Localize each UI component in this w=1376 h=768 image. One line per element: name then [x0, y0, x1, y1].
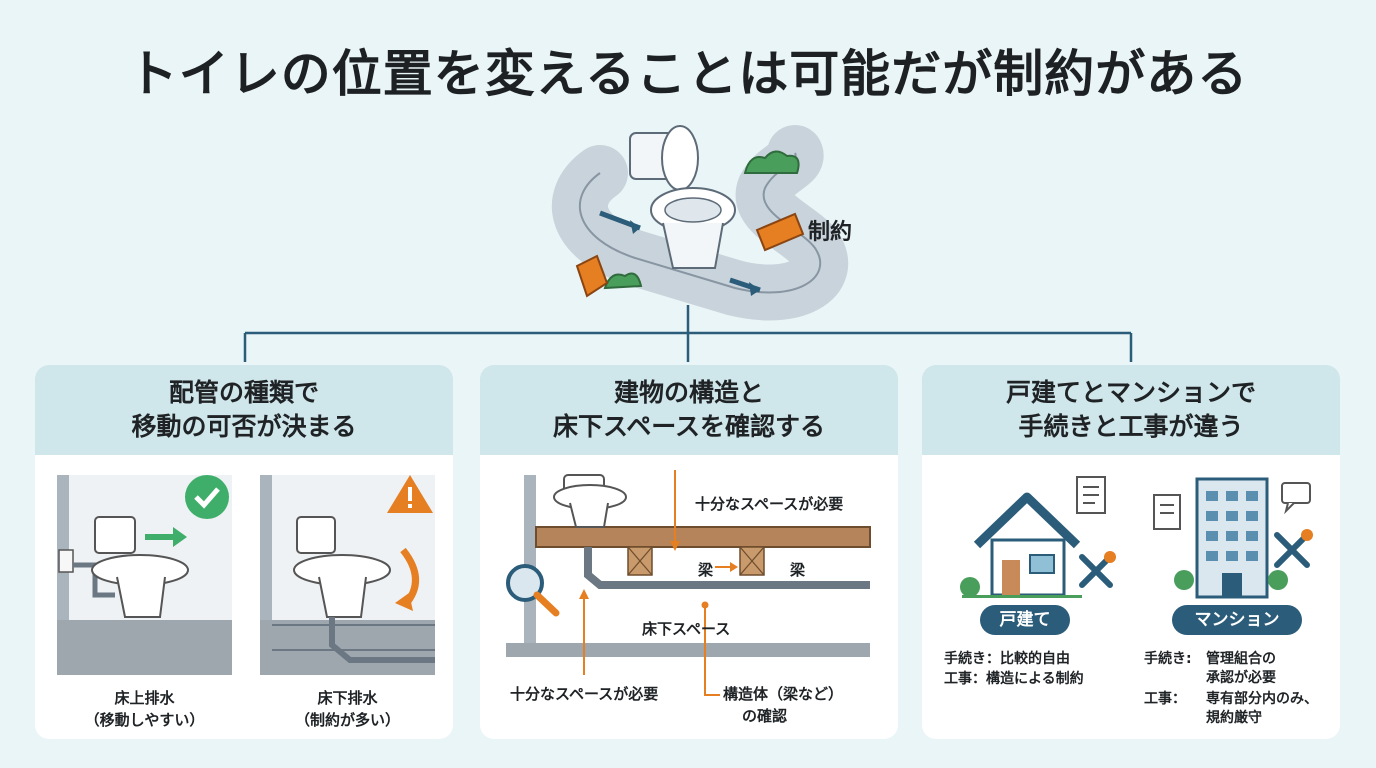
structure-check-label: の確認 — [742, 707, 788, 725]
mansion-work-value: 規約厳守 — [1206, 710, 1262, 726]
hero-toilet-path-illustration — [552, 125, 849, 321]
card-piping-type: 配管の種類で 移動の可否が決まる 床上排水 （移動しやすい） — [35, 365, 453, 739]
heading-line: 移動の可否が決まる — [131, 412, 357, 441]
underfloor-drain-label: 床下排水 — [317, 689, 378, 707]
card-heading: 戸建てとマンションで 手続きと工事が違う — [922, 365, 1340, 455]
arrow-icon — [599, 210, 761, 296]
building-illustration — [960, 476, 1313, 599]
floor-drain-label: 床上排水 — [114, 689, 175, 707]
space-needed-bottom: 十分なスペースが必要 — [510, 685, 659, 703]
bush-icon — [603, 150, 800, 290]
check-icon — [185, 475, 229, 519]
underfloor-drain-note: （制約が多い） — [294, 711, 400, 729]
tools-icon — [1274, 529, 1313, 568]
house-pill: 戸建て — [980, 605, 1070, 635]
document-icon — [1076, 476, 1106, 514]
beam-label: 梁 — [790, 561, 806, 579]
chat-icon — [1281, 482, 1311, 515]
house-icon — [960, 492, 1082, 598]
magnifier-icon — [506, 564, 560, 617]
mansion-procedure-key: 手続き: — [1144, 651, 1192, 667]
apartment-building-icon — [1174, 477, 1288, 599]
mansion-procedure-value: 管理組合の — [1206, 651, 1276, 667]
heading-line: 戸建てとマンションで — [1005, 378, 1256, 407]
structure-check-label: 構造体（梁など） — [723, 685, 844, 703]
heading-line: 建物の構造と — [613, 378, 764, 407]
structure-illustration — [506, 470, 871, 696]
warning-icon — [387, 475, 433, 513]
space-needed-top: 十分なスペースが必要 — [695, 495, 844, 513]
tools-icon — [1079, 551, 1116, 588]
floor-drain-note: （移動しやすい） — [84, 711, 205, 729]
page-title: トイレの位置を変えることは可能だが制約がある — [127, 45, 1249, 103]
card-structure: 建物の構造と 床下スペースを確認する 十分なスペースが必要 梁 梁 床下スペース… — [480, 365, 898, 739]
toilet-icon — [629, 125, 736, 269]
piping-illustration — [57, 475, 435, 675]
card-heading: 建物の構造と 床下スペースを確認する — [480, 365, 898, 455]
constraint-label: 制約 — [808, 220, 853, 245]
heading-line: 配管の種類で — [168, 378, 319, 407]
house-work: 工事：構造による制約 — [944, 671, 1084, 687]
document-pen-icon — [1153, 494, 1181, 530]
mansion-pill: マンション — [1172, 605, 1302, 635]
mansion-procedure-value: 承認が必要 — [1206, 670, 1276, 686]
beam-label: 梁 — [698, 561, 714, 579]
heading-line: 手続きと工事が違う — [1018, 412, 1244, 441]
mansion-work-key: 工事： — [1144, 691, 1186, 707]
underfloor-space-label: 床下スペース — [642, 620, 731, 638]
brick-icon — [575, 212, 805, 298]
mansion-work-value: 専有部分内のみ、 — [1206, 691, 1318, 707]
connector-lines — [243, 305, 1133, 362]
heading-line: 床下スペースを確認する — [552, 412, 825, 441]
house-procedure: 手続き：比較的自由 — [944, 651, 1070, 667]
card-house-vs-mansion: 戸建てとマンションで 手続きと工事が違う — [922, 365, 1340, 739]
card-heading: 配管の種類で 移動の可否が決まる — [35, 365, 453, 455]
